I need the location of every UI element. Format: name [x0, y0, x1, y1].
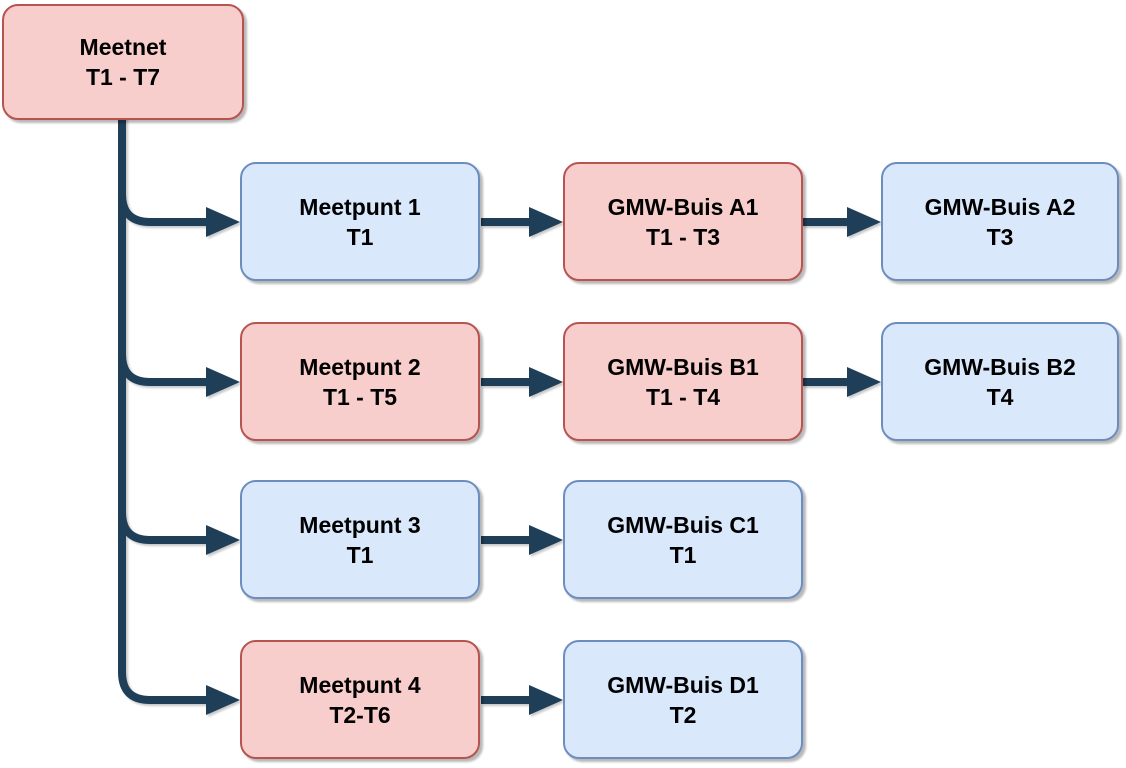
- node-title: Meetnet: [79, 34, 167, 60]
- node-meetpunt-3: Meetpunt 3 T1: [240, 480, 480, 599]
- node-title: GMW-Buis A2: [924, 193, 1076, 220]
- node-period: T1 - T4: [645, 383, 721, 410]
- edge-meetnet-meetpunt4: [118, 110, 240, 715]
- node-period: T1 - T3: [645, 223, 721, 250]
- node-title: GMW-Buis B1: [607, 353, 759, 380]
- node-gmw-buis-b2: GMW-Buis B2 T4: [881, 322, 1119, 441]
- node-meetnet: Meetnet T1 - T7: [2, 4, 244, 120]
- edge-meetnet-meetpunt3: [118, 511, 240, 555]
- node-gmw-buis-a2: GMW-Buis A2 T3: [881, 162, 1119, 281]
- node-period: T1: [346, 541, 374, 568]
- node-title: Meetpunt 4: [299, 671, 421, 698]
- node-meetpunt-2: Meetpunt 2 T1 - T5: [240, 322, 480, 441]
- node-meetpunt-4: Meetpunt 4 T2-T6: [240, 640, 480, 759]
- node-period: T1 - T5: [322, 383, 398, 410]
- edge-meetnet-meetpunt2: [118, 353, 240, 397]
- node-title: GMW-Buis B2: [924, 353, 1076, 380]
- node-title: Meetpunt 2: [299, 353, 421, 380]
- node-period: T1 - T7: [85, 64, 161, 90]
- node-period: T3: [986, 223, 1014, 250]
- node-title: GMW-Buis C1: [607, 511, 759, 538]
- edge-meetnet-meetpunt1: [118, 193, 240, 237]
- node-title: Meetpunt 3: [299, 511, 421, 538]
- node-period: T1: [669, 541, 697, 568]
- node-gmw-buis-c1: GMW-Buis C1 T1: [563, 480, 803, 599]
- node-period: T2: [669, 701, 697, 728]
- node-title: GMW-Buis D1: [607, 671, 759, 698]
- node-gmw-buis-d1: GMW-Buis D1 T2: [563, 640, 803, 759]
- node-gmw-buis-a1: GMW-Buis A1 T1 - T3: [563, 162, 803, 281]
- node-meetpunt-1: Meetpunt 1 T1: [240, 162, 480, 281]
- node-period: T4: [986, 383, 1014, 410]
- node-gmw-buis-b1: GMW-Buis B1 T1 - T4: [563, 322, 803, 441]
- node-period: T2-T6: [329, 701, 391, 728]
- node-title: GMW-Buis A1: [607, 193, 759, 220]
- node-title: Meetpunt 1: [299, 193, 421, 220]
- node-period: T1: [346, 223, 374, 250]
